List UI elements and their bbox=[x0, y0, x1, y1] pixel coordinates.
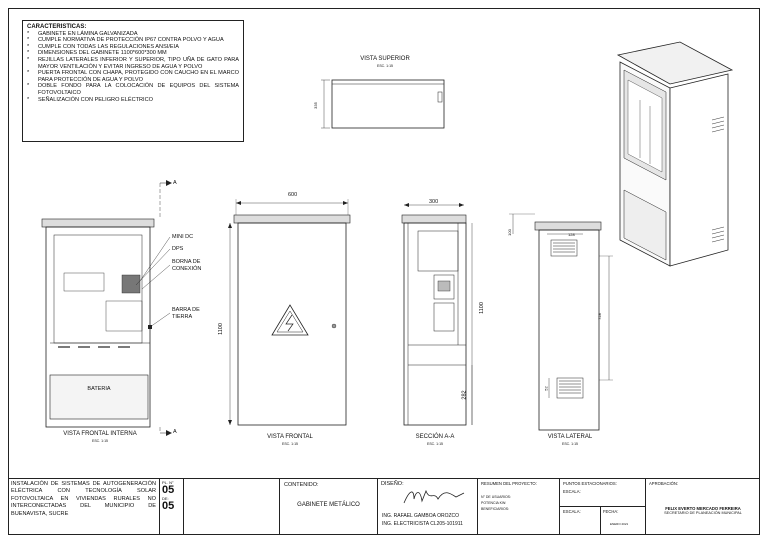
lateral-dim-offset: 100 bbox=[506, 229, 512, 236]
top-view-title: VISTA SUPERIOR bbox=[360, 56, 410, 62]
front-view-scale: ESC. 1:15 bbox=[282, 442, 298, 446]
lateral-view-scale: ESC. 1:15 bbox=[562, 442, 578, 446]
tb-design-cell: DISEÑO: ING. RAFAEL GAMBOA OROZCO ING. E… bbox=[378, 478, 478, 535]
section-view-scale: ESC. 1:15 bbox=[427, 442, 443, 446]
callout-mini-dc: MINI DC bbox=[172, 234, 194, 240]
callout-ground-bar: BARRA DE TIERRA bbox=[172, 307, 200, 320]
lateral-view-title: VISTA LATERAL bbox=[547, 434, 593, 440]
front-dim-height: 1100 bbox=[217, 323, 224, 335]
tb-project-cell: INSTALACIÓN DE SISTEMAS DE AUTOGENERACIÓ… bbox=[8, 478, 160, 535]
tb-approver-role: SECRETARIO DE PLANEACIÓN MUNICIPAL bbox=[664, 511, 742, 515]
tb-summary-cell: RESUMEN DEL PROYECTO: N° DE USUARIOS: PO… bbox=[478, 478, 560, 535]
section-dim-base: 282 bbox=[461, 390, 468, 400]
tb-project-text: INSTALACIÓN DE SISTEMAS DE AUTOGENERACIÓ… bbox=[11, 481, 156, 517]
tb-of-number: 05 bbox=[162, 500, 175, 512]
signature bbox=[403, 489, 465, 504]
list-item: DOBLE FONDO PARA LA COLOCACIÓN DE EQUIPO… bbox=[27, 83, 239, 96]
tb-design-license: ING. ELECTRICISTA CL205-101911 bbox=[382, 521, 463, 527]
tb-summary-line: BENEFICIARIOS: bbox=[481, 507, 510, 511]
tb-scale2-label: ESCALA: bbox=[563, 509, 581, 514]
list-item: SEÑALIZACIÓN CON PELIGRO ELÉCTRICO bbox=[27, 97, 239, 104]
section-view-title: SECCIÓN A-A bbox=[415, 434, 455, 440]
tb-date-label: FECHA: bbox=[603, 509, 619, 514]
tb-summary-line: POTENCIA KW: bbox=[481, 501, 507, 505]
characteristics-title: CARACTERISTICAS: bbox=[27, 24, 87, 30]
internal-view-scale: ESC. 1:15 bbox=[92, 439, 108, 443]
list-item: CUMPLE NORMATIVA DE PROTECCIÓN IP67 CONT… bbox=[27, 37, 239, 44]
top-view-drawing bbox=[321, 79, 445, 129]
tb-points-label: PUNTOS ESTACIONARIOS: bbox=[563, 481, 617, 486]
tb-approval-label: APROBACIÓN: bbox=[649, 481, 679, 486]
tb-approval-cell: APROBACIÓN: FELIX EVERTO MERCADO FERREIR… bbox=[646, 478, 760, 535]
tb-scale-label: ESCALA: bbox=[563, 489, 581, 494]
tb-summary-line: N° DE USUARIOS: bbox=[481, 495, 511, 499]
internal-view-title: VISTA FRONTAL INTERNA bbox=[63, 431, 137, 437]
top-view-dim-depth: 335 bbox=[312, 102, 318, 109]
front-dim-width: 600 bbox=[288, 192, 298, 198]
front-view-title: VISTA FRONTAL bbox=[267, 434, 313, 440]
list-item: DIMENSIONES DEL GABINETE 1100*600*300 MM bbox=[27, 50, 239, 57]
battery-label: BATERIA bbox=[87, 386, 111, 392]
tb-blank-cell bbox=[184, 478, 280, 535]
tb-content-value: GABINETE METÁLICO bbox=[297, 502, 360, 508]
section-view-drawing bbox=[401, 203, 473, 426]
tb-plan-cell: PL. N° 05 DE: 05 bbox=[160, 478, 184, 535]
list-item: CUMPLE CON TODAS LAS REGULACIONES ANSI/E… bbox=[27, 44, 239, 51]
title-block bbox=[8, 478, 760, 535]
section-dim-depth: 300 bbox=[429, 199, 439, 205]
list-item: GABINETE EN LÁMINA GALVANIZADA bbox=[27, 31, 239, 38]
tb-date-value: ENERO 2021 bbox=[610, 522, 629, 526]
lateral-view-drawing bbox=[509, 213, 613, 431]
isometric-view bbox=[616, 41, 734, 267]
lateral-dim-mid: 728 bbox=[596, 313, 602, 320]
lateral-dim-top: 128 bbox=[568, 232, 575, 237]
list-item: PUERTA FRONTAL CON CHAPA, PROTEGIDO CON … bbox=[27, 70, 239, 83]
characteristics-box: CARACTERISTICAS: GABINETE EN LÁMINA GALV… bbox=[22, 20, 244, 142]
tb-plan-label: PL. N° bbox=[162, 480, 174, 485]
tb-points-cell: PUNTOS ESTACIONARIOS: ESCALA: ESCALA: FE… bbox=[560, 478, 646, 535]
list-item: REJILLAS LATERALES INFERIOR Y SUPERIOR, … bbox=[27, 57, 239, 70]
callout-borna: BORNA DE CONEXIÓN bbox=[172, 259, 202, 272]
top-view-scale: ESC. 1:15 bbox=[377, 64, 393, 68]
tb-design-name: ING. RAFAEL GAMBOA OROZCO bbox=[382, 513, 460, 519]
front-view-drawing bbox=[228, 199, 351, 426]
callout-dps: DPS bbox=[172, 246, 184, 252]
internal-view-drawing bbox=[41, 180, 172, 436]
section-mark-top: A bbox=[173, 180, 177, 186]
tb-content-label: CONTENIDO: bbox=[284, 482, 319, 488]
tb-plan-number: 05 bbox=[162, 484, 175, 496]
tb-content-cell: CONTENIDO: GABINETE METÁLICO bbox=[280, 478, 378, 535]
section-dim-height: 1100 bbox=[478, 302, 485, 314]
tb-approver-name: FELIX EVERTO MERCADO FERREIRA bbox=[665, 506, 741, 511]
characteristics-list: GABINETE EN LÁMINA GALVANIZADA CUMPLE NO… bbox=[27, 31, 239, 104]
tb-design-label: DISEÑO: bbox=[381, 481, 404, 487]
lateral-dim-low: 52 bbox=[543, 386, 549, 391]
drawing-sheet bbox=[8, 8, 760, 535]
section-mark-bottom: A bbox=[173, 429, 177, 435]
tb-of-label: DE: bbox=[162, 496, 169, 501]
tb-summary-lines: N° DE USUARIOS: POTENCIA KW: BENEFICIARI… bbox=[481, 494, 556, 512]
tb-summary-label: RESUMEN DEL PROYECTO: bbox=[481, 481, 537, 486]
